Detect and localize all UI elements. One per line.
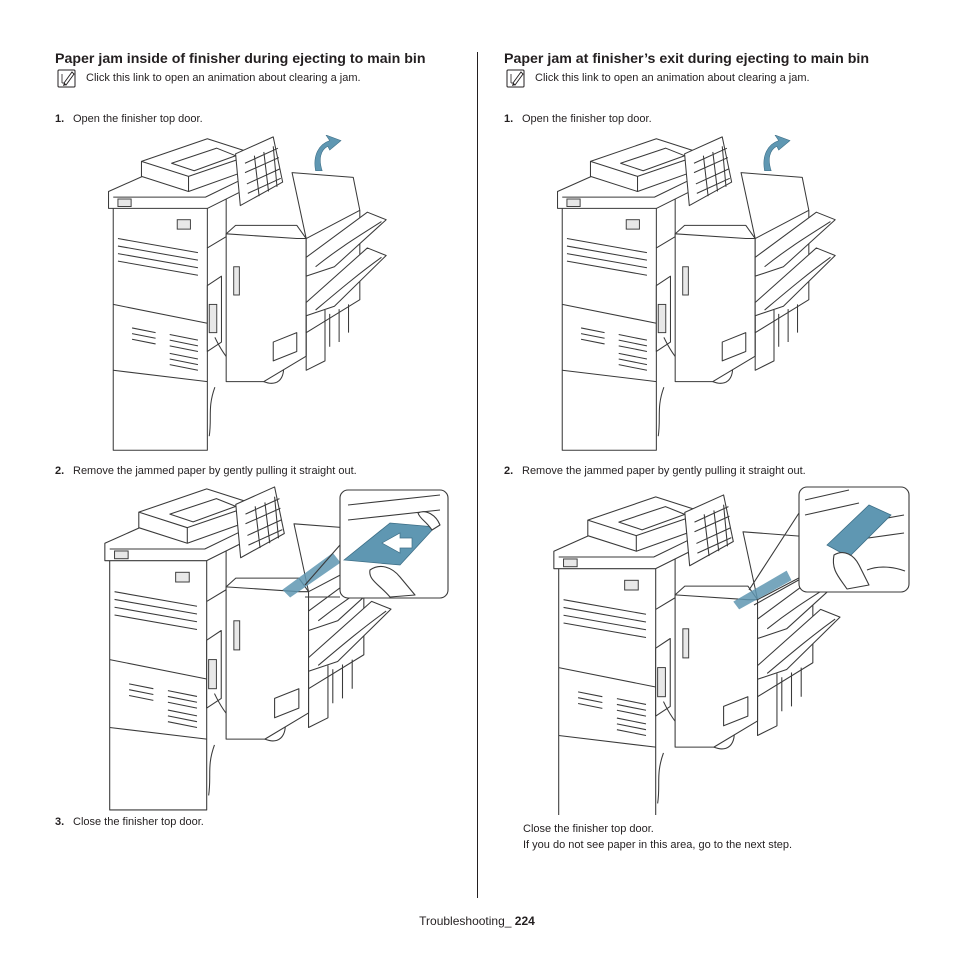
right-step-1: 1. Open the finisher top door. <box>504 113 652 126</box>
left-step-3-text: Close the finisher top door. <box>73 816 204 828</box>
curved-arrow-icon <box>314 135 342 172</box>
right-figure-open-door <box>557 135 836 451</box>
left-step-3-number: 3. <box>55 816 65 828</box>
left-animation-note[interactable]: Click this link to open an animation abo… <box>55 69 465 97</box>
left-step-1-number: 1. <box>55 113 65 125</box>
right-step-2-text: Remove the jammed paper by gently pullin… <box>522 465 806 477</box>
left-step-2-number: 2. <box>55 465 65 477</box>
left-animation-note-text: Click this link to open an animation abo… <box>86 72 361 84</box>
footer-page-number: 224 <box>514 914 535 928</box>
right-animation-note-text: Click this link to open an animation abo… <box>535 72 810 84</box>
left-section: Paper jam inside of finisher during ejec… <box>55 52 465 97</box>
left-step-1: 1. Open the finisher top door. <box>55 113 203 126</box>
left-figure-remove-paper <box>104 486 449 811</box>
footer-chapter-label: Troubleshooting_ <box>419 914 512 928</box>
left-figure-open-door <box>108 135 387 451</box>
curved-arrow-icon <box>763 135 791 172</box>
double-arrow-icon <box>381 532 413 554</box>
right-animation-note[interactable]: Click this link to open an animation abo… <box>504 69 914 97</box>
right-step-1-number: 1. <box>504 113 514 125</box>
left-step-2: 2. Remove the jammed paper by gently pull… <box>55 465 357 478</box>
right-section-heading: Paper jam at finisher’s exit during ejec… <box>504 51 870 67</box>
right-closing-line-2: If you do not see paper in this area, go… <box>523 839 793 851</box>
left-step-1-text: Open the finisher top door. <box>73 113 203 125</box>
right-step-2: 2. Remove the jammed paper by gently pull… <box>504 465 806 478</box>
right-step-2-number: 2. <box>504 465 514 477</box>
left-step-2-text: Remove the jammed paper by gently pullin… <box>73 465 357 477</box>
left-step-3: 3. Close the finisher top door. <box>55 816 204 829</box>
right-figure-remove-paper <box>553 486 910 815</box>
page-footer: Troubleshooting_ 224 <box>0 914 954 928</box>
right-section: Paper jam at finisher’s exit during ejec… <box>504 52 914 97</box>
right-step-1-text: Open the finisher top door. <box>522 113 652 125</box>
column-divider <box>477 52 478 898</box>
pencil-note-icon <box>506 69 525 88</box>
left-section-heading: Paper jam inside of finisher during ejec… <box>55 51 426 67</box>
right-closing-line-1: Close the finisher top door. <box>523 823 654 835</box>
pencil-note-icon <box>57 69 76 88</box>
